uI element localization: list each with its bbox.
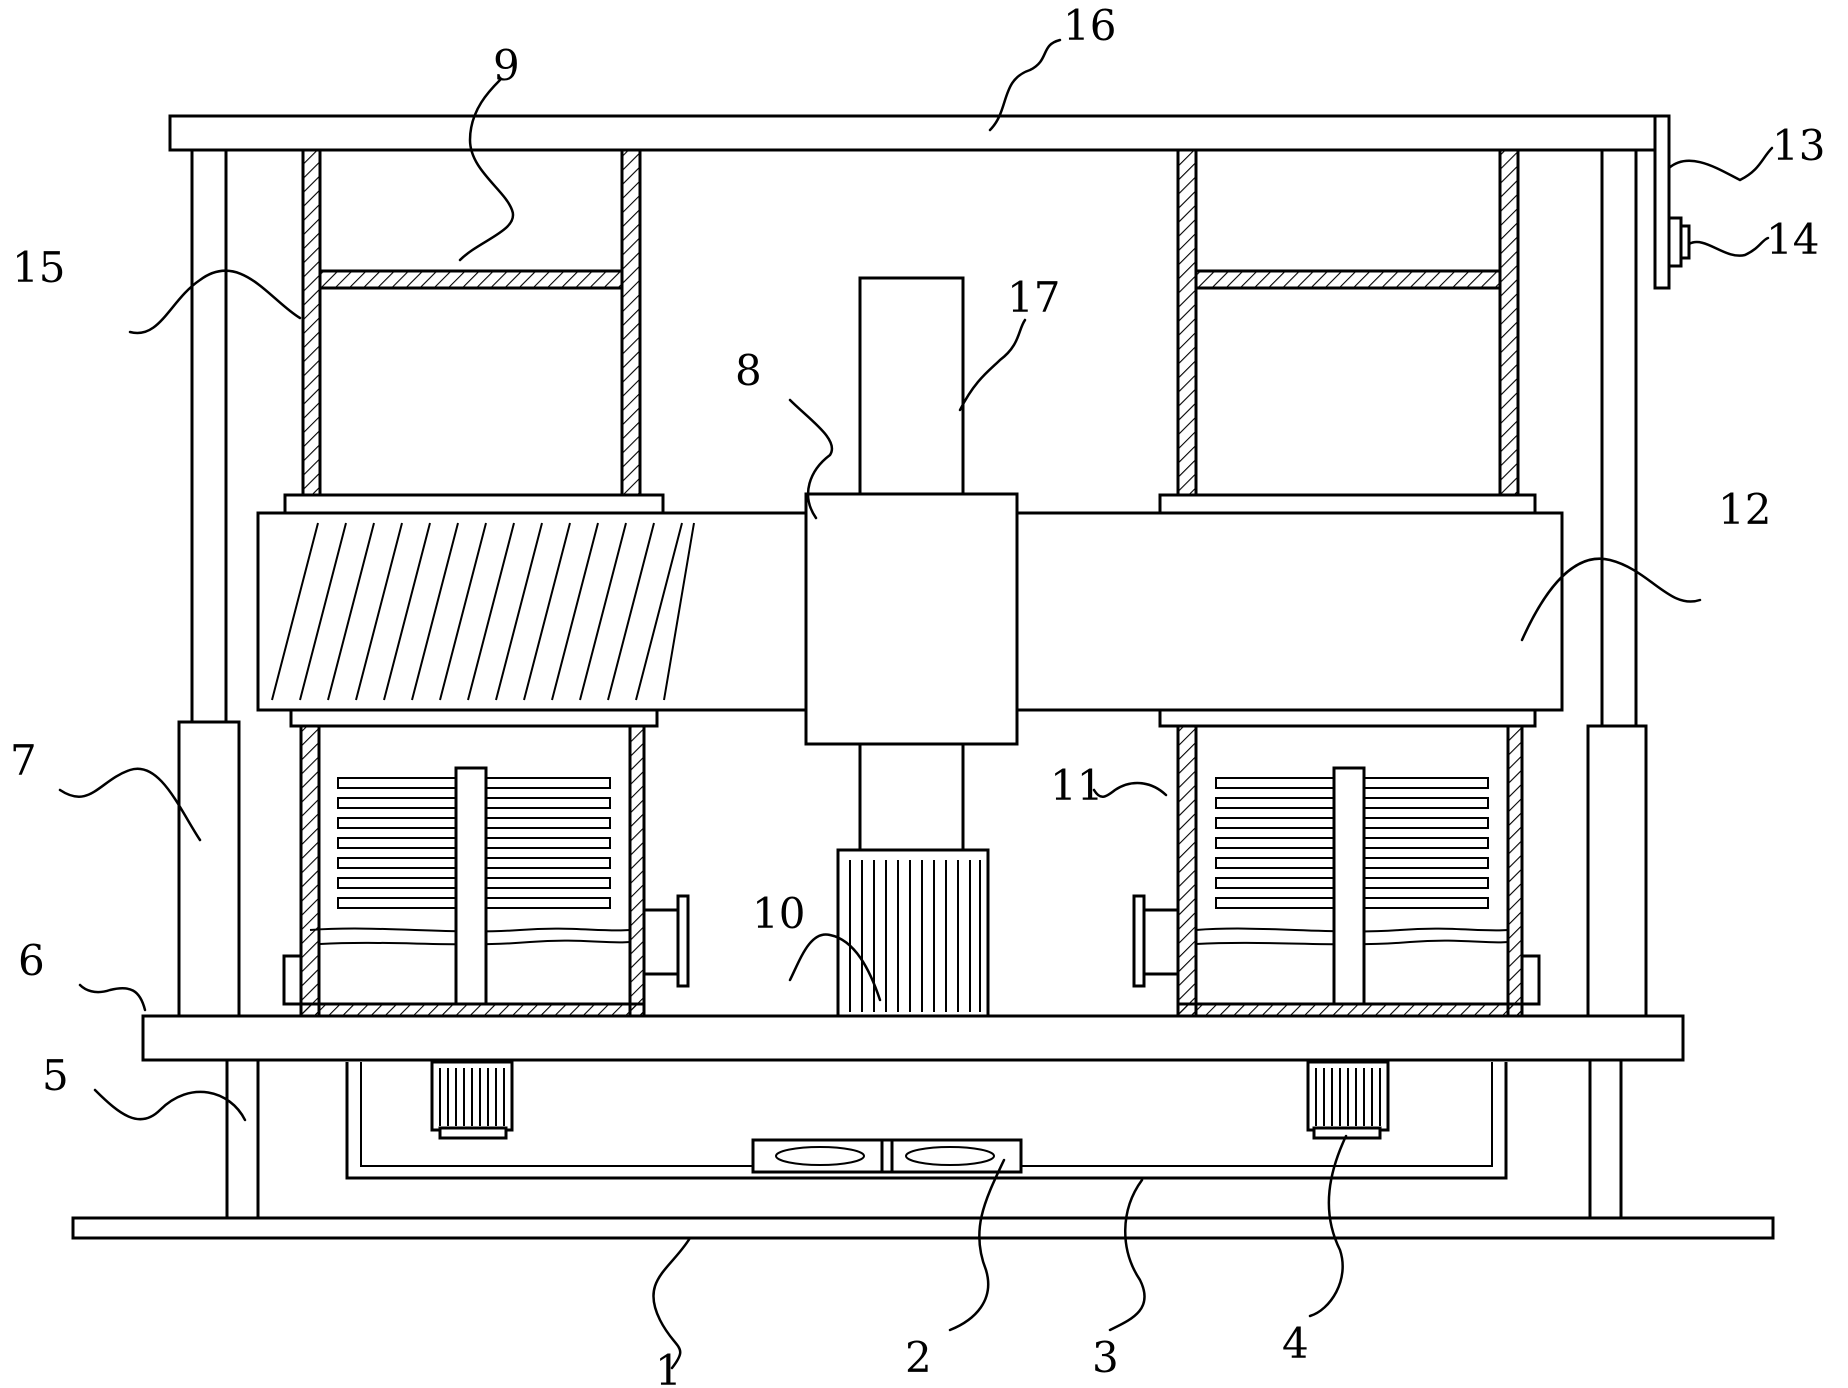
base-plate: [71, 1216, 1775, 1240]
lower-shaft: [858, 738, 965, 852]
label-11: 11: [1050, 761, 1103, 810]
label-12: 12: [1718, 485, 1771, 534]
upper-left-wall-a: [301, 148, 322, 497]
flange-upper-left: [283, 493, 665, 515]
right-column: [1600, 148, 1638, 728]
label-2: 2: [905, 1333, 932, 1382]
crossbar-hatching: [271, 522, 695, 701]
label-9: 9: [493, 41, 520, 90]
label-4: 4: [1282, 1319, 1309, 1368]
lower-right-motor: [1306, 1060, 1390, 1140]
upper-left-plate: [318, 269, 624, 290]
flange-upper-right: [1158, 493, 1537, 515]
right-lift-cylinder: [1586, 724, 1648, 1018]
upper-right-wall-b: [1498, 148, 1520, 497]
leader-lines: [58, 38, 1774, 1370]
label-8: 8: [735, 346, 762, 395]
label-7: 7: [10, 736, 37, 785]
left-support-leg: [225, 1058, 260, 1220]
lower-left-motor: [430, 1060, 514, 1140]
label-10: 10: [752, 889, 805, 938]
label-17: 17: [1007, 273, 1060, 322]
adjust-knob: [1667, 216, 1691, 268]
label-14: 14: [1766, 215, 1819, 264]
upper-left-wall-b: [620, 148, 642, 497]
label-15: 15: [12, 243, 65, 292]
fan: [751, 1138, 1023, 1174]
rotating-block: [804, 492, 1019, 746]
upper-right-plate: [1194, 269, 1502, 290]
label-3: 3: [1092, 1333, 1119, 1382]
label-13: 13: [1772, 121, 1825, 170]
central-shaft: [858, 276, 965, 496]
central-motor: [836, 848, 990, 1018]
left-lift-cylinder: [177, 720, 241, 1018]
flange-lower-left: [289, 708, 659, 728]
side-bracket: [1653, 114, 1671, 290]
label-6: 6: [18, 936, 45, 985]
label-5: 5: [42, 1051, 69, 1100]
lower-right-tank: [1132, 724, 1541, 1018]
work-table: [141, 1014, 1685, 1062]
label-16: 16: [1063, 1, 1116, 50]
lower-frame: [345, 1062, 1508, 1180]
top-beam: [168, 114, 1670, 152]
upper-right-wall-a: [1176, 148, 1198, 497]
lower-left-tank: [282, 724, 690, 1018]
left-column: [190, 148, 228, 724]
right-support-leg: [1588, 1058, 1623, 1220]
label-1: 1: [655, 1346, 682, 1388]
flange-lower-right: [1158, 708, 1537, 728]
